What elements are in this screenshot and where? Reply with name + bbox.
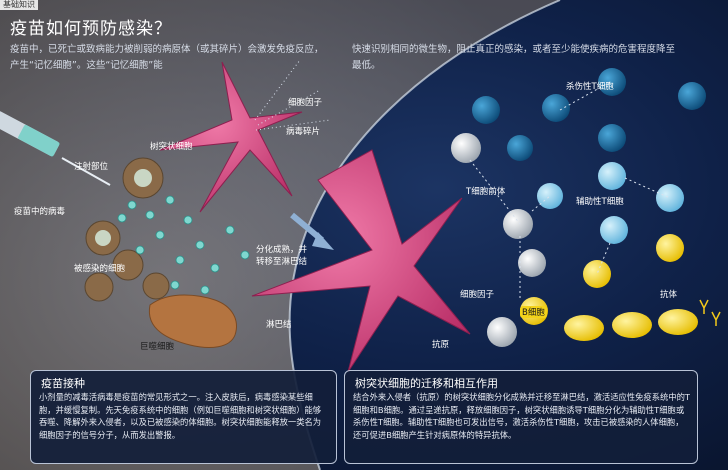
label-b-cell: B细胞 [520, 306, 547, 318]
dendritic-cell-large [251, 149, 471, 373]
migration-box: 树突状细胞的迁移和相互作用 结合外来入侵者（抗原）的树突状细胞分化成熟并迁移至淋… [344, 370, 698, 464]
helper-t-cells [537, 162, 684, 244]
label-cytokine-mid: 细胞因子 [460, 290, 495, 300]
label-killer-t: 杀伤性T细胞 [566, 82, 614, 92]
label-virus-fragment: 病毒碎片 [286, 127, 321, 137]
migration-heading: 树突状细胞的迁移和相互作用 [355, 377, 498, 390]
label-t-precursor: T细胞前体 [466, 187, 506, 197]
vaccination-box: 疫苗接种 小剂量的减毒活病毒是疫苗的常见形式之一。注入皮肤后，病毒感染某些细胞，… [30, 370, 337, 464]
vaccination-heading: 疫苗接种 [41, 377, 85, 390]
label-antibody: 抗体 [660, 290, 678, 300]
arrow-head [312, 232, 334, 250]
cell-connectors [469, 81, 671, 300]
label-infected-cell: 被感染的细胞 [74, 264, 126, 274]
vaccination-body: 小剂量的减毒活病毒是疫苗的常见形式之一。注入皮肤后，病毒感染某些细胞，并缓慢复制… [39, 392, 322, 440]
label-antigen: 抗原 [432, 340, 450, 350]
page-title: 疫苗如何预防感染？ [10, 19, 172, 39]
label-dendritic-cell: 树突状细胞 [150, 142, 193, 152]
infected-cells [84, 157, 170, 302]
syringe-icon [0, 111, 111, 186]
antibody-icons [699, 299, 721, 326]
label-mature-migrate: 分化成熟，并 转移至淋巴结 [256, 245, 308, 267]
killer-t-cells [472, 68, 706, 161]
label-cytokine-top: 细胞因子 [288, 98, 323, 108]
label-lymph-node: 淋巴结 [266, 320, 292, 330]
dendritic-cell-top [159, 61, 303, 213]
t-cell-precursors [451, 133, 546, 347]
intro-left: 疫苗中，已死亡或致病能力被削弱的病原体（或其碎片）会激发免疫反应，产生“记忆细胞… [10, 44, 324, 71]
tissue-region [0, 0, 560, 470]
label-macrophage: 巨噬细胞 [140, 342, 175, 352]
virus-particles [117, 195, 250, 295]
macrophage-cell [148, 294, 237, 348]
label-helper-t: 辅助性T细胞 [576, 197, 624, 207]
cytokine-dots-top [254, 59, 331, 131]
label-virus-in-vaccine: 疫苗中的病毒 [14, 207, 66, 217]
intro-right: 快速识别相同的微生物，阻止真正的感染，或者至少能使疾病的危害程度降至最低。 [352, 44, 676, 71]
label-injection-site: 注射部位 [74, 162, 109, 172]
migration-body: 结合外来入侵者（抗原）的树突状细胞分化成熟并迁移至淋巴结，激活适应性免疫系统中的… [353, 392, 690, 440]
section-tag: 基础知识 [0, 0, 38, 10]
b-cells [520, 234, 698, 341]
